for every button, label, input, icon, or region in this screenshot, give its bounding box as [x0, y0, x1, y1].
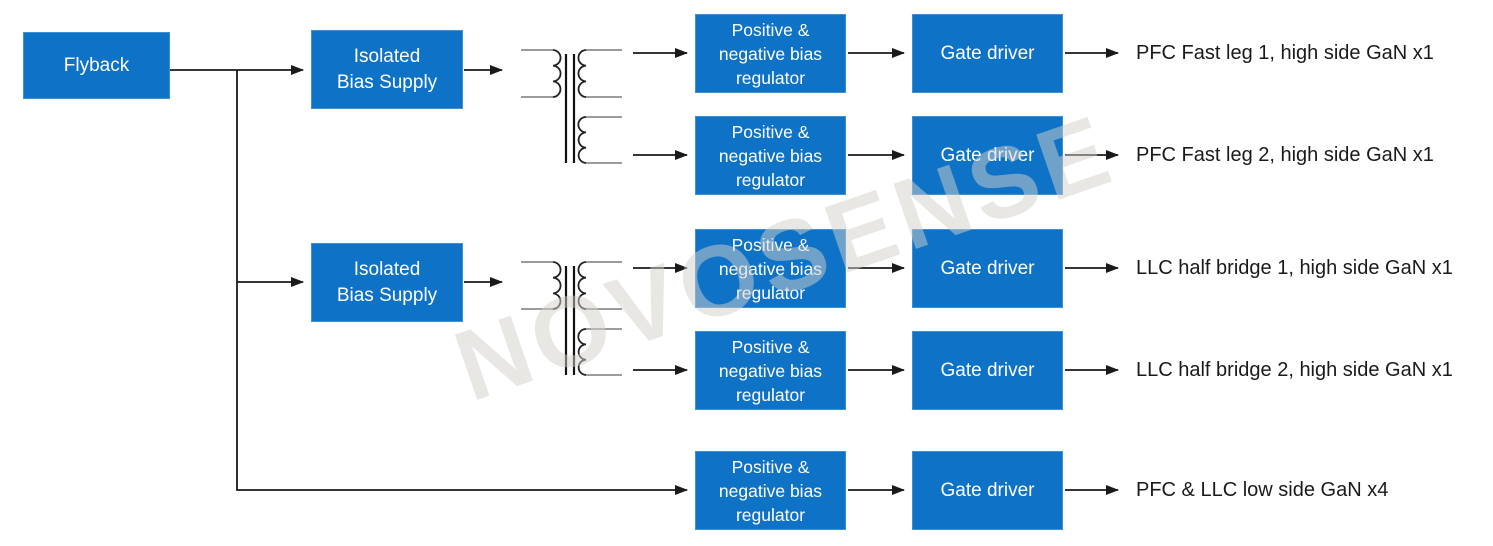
bias-regulator-block-4: Positive & negative bias regulator: [695, 331, 846, 410]
gate-driver-to-output-arrows: [1065, 48, 1119, 495]
transformer-2-icon: [521, 261, 622, 376]
bias-regulator-block-2: Positive & negative bias regulator: [695, 116, 846, 195]
output-label-3: LLC half bridge 1, high side GaN x1: [1136, 257, 1453, 279]
transformer-to-regulator-arrows: [633, 48, 688, 375]
gate-driver-block-1: Gate driver: [912, 14, 1063, 93]
isolated-bias-supply-block-1: Isolated Bias Supply: [311, 30, 463, 109]
flyback-branch-connector: [169, 65, 688, 495]
bias-regulator-block-1: Positive & negative bias regulator: [695, 14, 846, 93]
gate-driver-block-2: Gate driver: [912, 116, 1063, 195]
gate-driver-block-5: Gate driver: [912, 451, 1063, 530]
output-label-1: PFC Fast leg 1, high side GaN x1: [1136, 42, 1434, 64]
bias-regulator-block-5: Positive & negative bias regulator: [695, 451, 846, 530]
output-label-5: PFC & LLC low side GaN x4: [1136, 479, 1389, 501]
gate-driver-block-3: Gate driver: [912, 229, 1063, 308]
transformer-1-icon: [521, 49, 622, 164]
regulator-to-gate-driver-arrows: [848, 48, 905, 495]
isolated-bias-supply-block-2: Isolated Bias Supply: [311, 243, 463, 322]
bias-supply-to-transformer-arrows: [464, 65, 503, 287]
bias-regulator-block-3: Positive & negative bias regulator: [695, 229, 846, 308]
flyback-block: Flyback: [23, 32, 170, 99]
output-label-4: LLC half bridge 2, high side GaN x1: [1136, 359, 1453, 381]
output-label-2: PFC Fast leg 2, high side GaN x1: [1136, 144, 1434, 166]
gate-driver-block-4: Gate driver: [912, 331, 1063, 410]
